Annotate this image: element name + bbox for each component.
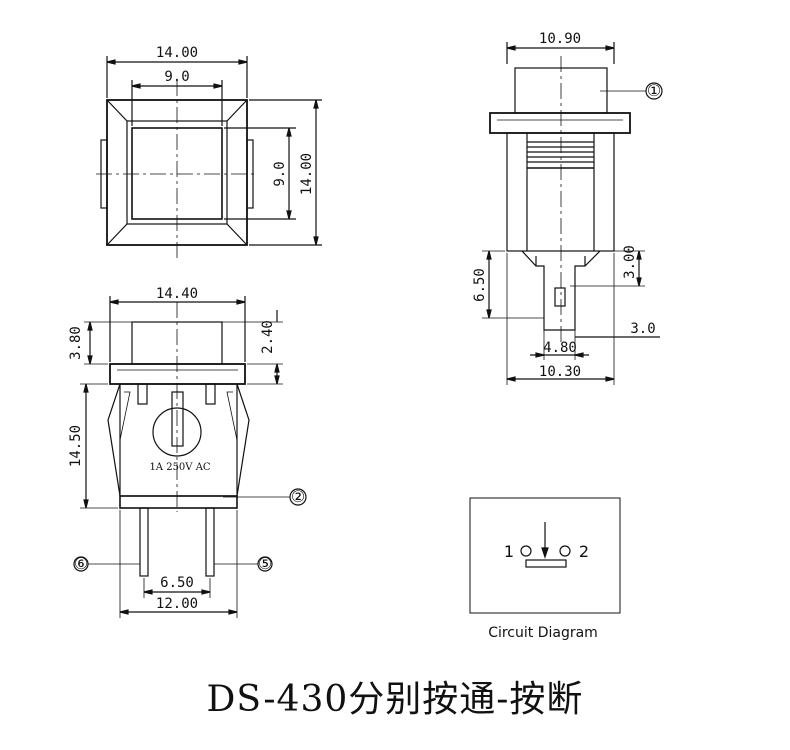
circuit-terminal-1 — [520, 545, 532, 557]
circuit-pin-1: 1 — [504, 542, 514, 561]
front-base — [119, 495, 238, 509]
circuit-contact-bar — [525, 559, 567, 568]
dim-top-height-inner: 9.0 — [272, 161, 288, 186]
circuit-frame — [469, 497, 621, 614]
side-body — [506, 132, 615, 252]
terminal-left — [139, 507, 149, 577]
terminal-right — [205, 507, 215, 577]
dim-front-width-bottom: 12.00 — [156, 596, 198, 612]
terminal-left-callout: ⑥ — [74, 554, 88, 573]
callout-body: ② — [291, 487, 305, 506]
circuit-terminal-2 — [559, 545, 571, 557]
dim-front-body: 14.50 — [68, 425, 84, 467]
dim-side-pin-width: 3.0 — [630, 321, 655, 337]
circuit-diagram-label: Circuit Diagram — [488, 625, 598, 641]
rating-label: 1A 250V AC — [149, 462, 210, 473]
dim-side-base: 10.30 — [539, 364, 581, 380]
circuit-pin-2: 2 — [579, 542, 589, 561]
dim-front-left-top: 3.80 — [68, 326, 84, 360]
front-flange — [109, 363, 246, 385]
terminal-right-callout: ⑤ — [258, 554, 272, 573]
dim-top-width-outer: 14.00 — [156, 45, 198, 61]
dim-top-width-inner: 9.0 — [164, 69, 189, 85]
dim-terminal-spacing: 6.50 — [160, 575, 194, 591]
side-flange — [489, 112, 631, 134]
front-pivot — [152, 407, 202, 457]
dim-front-right-top: 2.40 — [260, 320, 276, 354]
dim-side-terminal: 6.50 — [472, 268, 488, 302]
callout-cap: ① — [647, 81, 661, 100]
product-title: DS-430分别按通-按断 — [206, 679, 584, 720]
dim-top-height-outer: 14.00 — [299, 153, 315, 195]
top-view — [96, 56, 322, 258]
circuit-diagram — [469, 497, 621, 614]
front-view — [73, 296, 307, 618]
side-view — [482, 42, 663, 385]
dim-side-cap-width: 10.90 — [539, 31, 581, 47]
dim-side-pin: 3.00 — [622, 245, 638, 279]
dim-front-width-top: 14.40 — [156, 286, 198, 302]
dim-side-pin-spacing: 4.80 — [543, 340, 577, 356]
